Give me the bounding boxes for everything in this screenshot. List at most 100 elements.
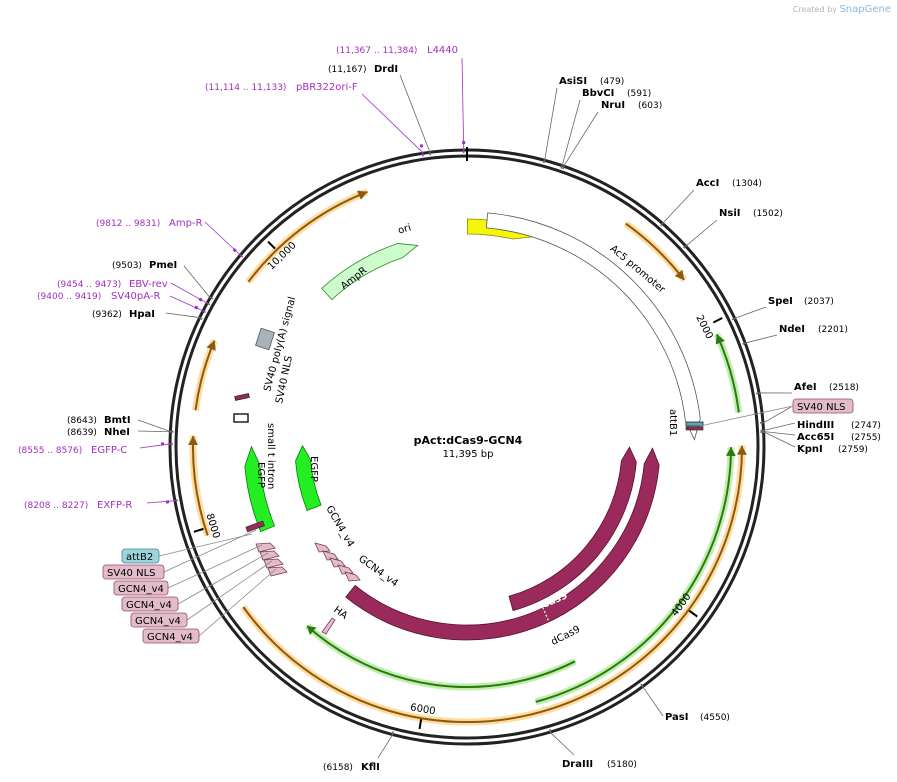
primer-EGFP-C[interactable]: (8555 .. 8576)EGFP-C <box>18 445 127 456</box>
label-egfp-1: EGFP <box>255 462 266 488</box>
orf-glow <box>192 339 218 411</box>
site-DraIII[interactable]: DraIII(5180) <box>562 759 637 770</box>
boxed-label-gcn4-4[interactable]: GCN4_v4 <box>142 628 200 644</box>
primer-EXFP-R[interactable]: (8208 .. 8227)EXFP-R <box>24 500 132 511</box>
leader-479 <box>544 87 558 160</box>
gcn4-left-1[interactable] <box>255 542 276 553</box>
orf-line <box>247 190 368 283</box>
site-SpeI[interactable]: SpeI(2037) <box>768 296 834 307</box>
feature-cas9[interactable] <box>508 446 637 612</box>
orf-head <box>736 445 747 455</box>
feature-sv40-nls-right-mark[interactable] <box>685 426 704 431</box>
primer-mark-9463 <box>198 297 203 302</box>
primer-SV40pA-R[interactable]: (9400 .. 9419)SV40pA-R <box>37 291 160 302</box>
site-Acc65I[interactable]: Acc65I(2755) <box>797 432 881 443</box>
primer-position: (8208 .. 8227) <box>24 501 88 511</box>
feature-ha[interactable] <box>321 617 336 635</box>
orf-arc-5[interactable] <box>304 623 577 691</box>
site-name: AsiSI <box>559 76 587 87</box>
gcn4-inner-4[interactable] <box>337 564 354 575</box>
site-BbvCI[interactable]: BbvCI(591) <box>582 88 651 99</box>
leader-11167 <box>399 74 431 152</box>
site-name: BbvCI <box>582 88 614 99</box>
leader-tick-2518 <box>755 392 761 395</box>
label-box <box>121 596 179 612</box>
leader-tick-603 <box>562 165 565 170</box>
site-NsiI[interactable]: NsiI(1502) <box>719 208 783 219</box>
site-HindIII[interactable]: HindIII(2747) <box>797 420 881 431</box>
site-name: NruI <box>601 100 625 111</box>
leader-603 <box>563 111 599 166</box>
site-AfeI[interactable]: AfeI(2518) <box>794 382 859 393</box>
feature-arrows <box>233 212 704 641</box>
site-HpaI[interactable]: (9362)HpaI <box>92 309 155 320</box>
site-AsiSI[interactable]: AsiSI(479) <box>559 76 624 87</box>
orf-arcs <box>188 188 747 726</box>
gcn4-inner-2[interactable] <box>322 550 339 561</box>
gcn4-inner-1[interactable] <box>314 542 331 553</box>
orf-arc-2[interactable] <box>713 332 743 413</box>
primer-position: (8555 .. 8576) <box>18 446 82 456</box>
site-name: AfeI <box>794 382 817 393</box>
boxed-label-gcn4-2[interactable]: GCN4_v4 <box>121 596 179 612</box>
gcn4-inner-5[interactable] <box>344 571 361 582</box>
boxed-label-gcn4-3[interactable]: GCN4_v4 <box>130 612 188 628</box>
feature-dcas9[interactable] <box>345 447 660 641</box>
feature-sv40-nls-mark[interactable] <box>234 393 250 401</box>
orf-arc-1[interactable] <box>623 220 687 283</box>
gcn4-left-3[interactable] <box>263 558 284 569</box>
leader-tick-9821 <box>239 253 244 258</box>
primer-L4440[interactable]: (11,367 .. 11,384)L4440 <box>336 45 458 56</box>
feature-sv40-polya-box[interactable] <box>255 327 275 351</box>
feature-ampr[interactable] <box>321 243 419 301</box>
label-text: GCN4_v4 <box>118 584 164 595</box>
feature-small-t-intron-mark[interactable] <box>233 413 249 423</box>
leader-tick-591 <box>560 164 564 169</box>
site-name: NheI <box>104 427 130 438</box>
leader-9503 <box>183 265 210 298</box>
gcn4-left-4[interactable] <box>267 566 288 577</box>
orf-arc-6[interactable] <box>188 435 212 537</box>
feature-attb1-mark[interactable] <box>685 421 704 427</box>
boxed-label-gcn4-1[interactable]: GCN4_v4 <box>113 580 169 596</box>
feature-egfp-1[interactable] <box>244 445 276 533</box>
site-BmtI[interactable]: (8643)BmtI <box>67 415 131 426</box>
boxed-label-sv40-nls-right[interactable]: SV40 NLS <box>792 398 854 414</box>
gcn4-left-2[interactable] <box>259 550 280 561</box>
site-NheI[interactable]: (8639)NheI <box>67 427 130 438</box>
primer-name: SV40pA-R <box>111 291 160 302</box>
snapgene-brand: SnapGene <box>839 4 891 15</box>
orf-arc-7[interactable] <box>192 339 218 411</box>
primer-EBV-rev[interactable]: (9454 .. 9473)EBV-rev <box>57 279 168 290</box>
site-NdeI[interactable]: NdeI(2201) <box>779 324 848 335</box>
leader-1304 <box>662 189 695 224</box>
site-AccI[interactable]: AccI(1304) <box>696 178 762 189</box>
site-KpnI[interactable]: KpnI(2759) <box>797 444 868 455</box>
feature-egfp-2[interactable] <box>295 444 322 512</box>
orf-arc-3[interactable] <box>240 445 747 726</box>
feature-sv40-nls-left-mark[interactable] <box>245 520 265 533</box>
label-egfp-2: EGFP <box>308 456 319 482</box>
primer-name: EBV-rev <box>129 279 168 290</box>
site-DrdI[interactable]: (11,167)DrdI <box>328 64 398 75</box>
boxed-label-sv40-nls-left[interactable]: SV40 NLS <box>102 564 165 580</box>
site-NruI[interactable]: NruI(603) <box>601 100 662 111</box>
site-PmeI[interactable]: (9503)PmeI <box>112 260 177 271</box>
label-text: GCN4_v4 <box>135 616 181 627</box>
site-name: PasI <box>665 712 688 723</box>
primer-pBR322ori-F[interactable]: (11,114 .. 11,133)pBR322ori-F <box>205 82 358 93</box>
orf-arc-8[interactable] <box>245 188 369 284</box>
site-KflI[interactable]: (6158)KflI <box>323 762 380 773</box>
gcn4-inner-3[interactable] <box>329 557 346 568</box>
site-name: SpeI <box>768 296 793 307</box>
credit-prefix: Created by <box>792 5 837 14</box>
orf-arc-4[interactable] <box>534 447 736 706</box>
boxed-label-attb2[interactable]: attB2 <box>121 548 160 564</box>
feature-ac5-promoter[interactable] <box>485 212 701 441</box>
site-position: (1502) <box>753 209 783 219</box>
primer-name: L4440 <box>427 45 458 56</box>
site-name: NdeI <box>779 324 805 335</box>
box-leader-6 <box>198 568 277 637</box>
primer-Amp-R[interactable]: (9812 .. 9831)Amp-R <box>96 218 203 229</box>
site-PasI[interactable]: PasI(4550) <box>665 712 730 723</box>
